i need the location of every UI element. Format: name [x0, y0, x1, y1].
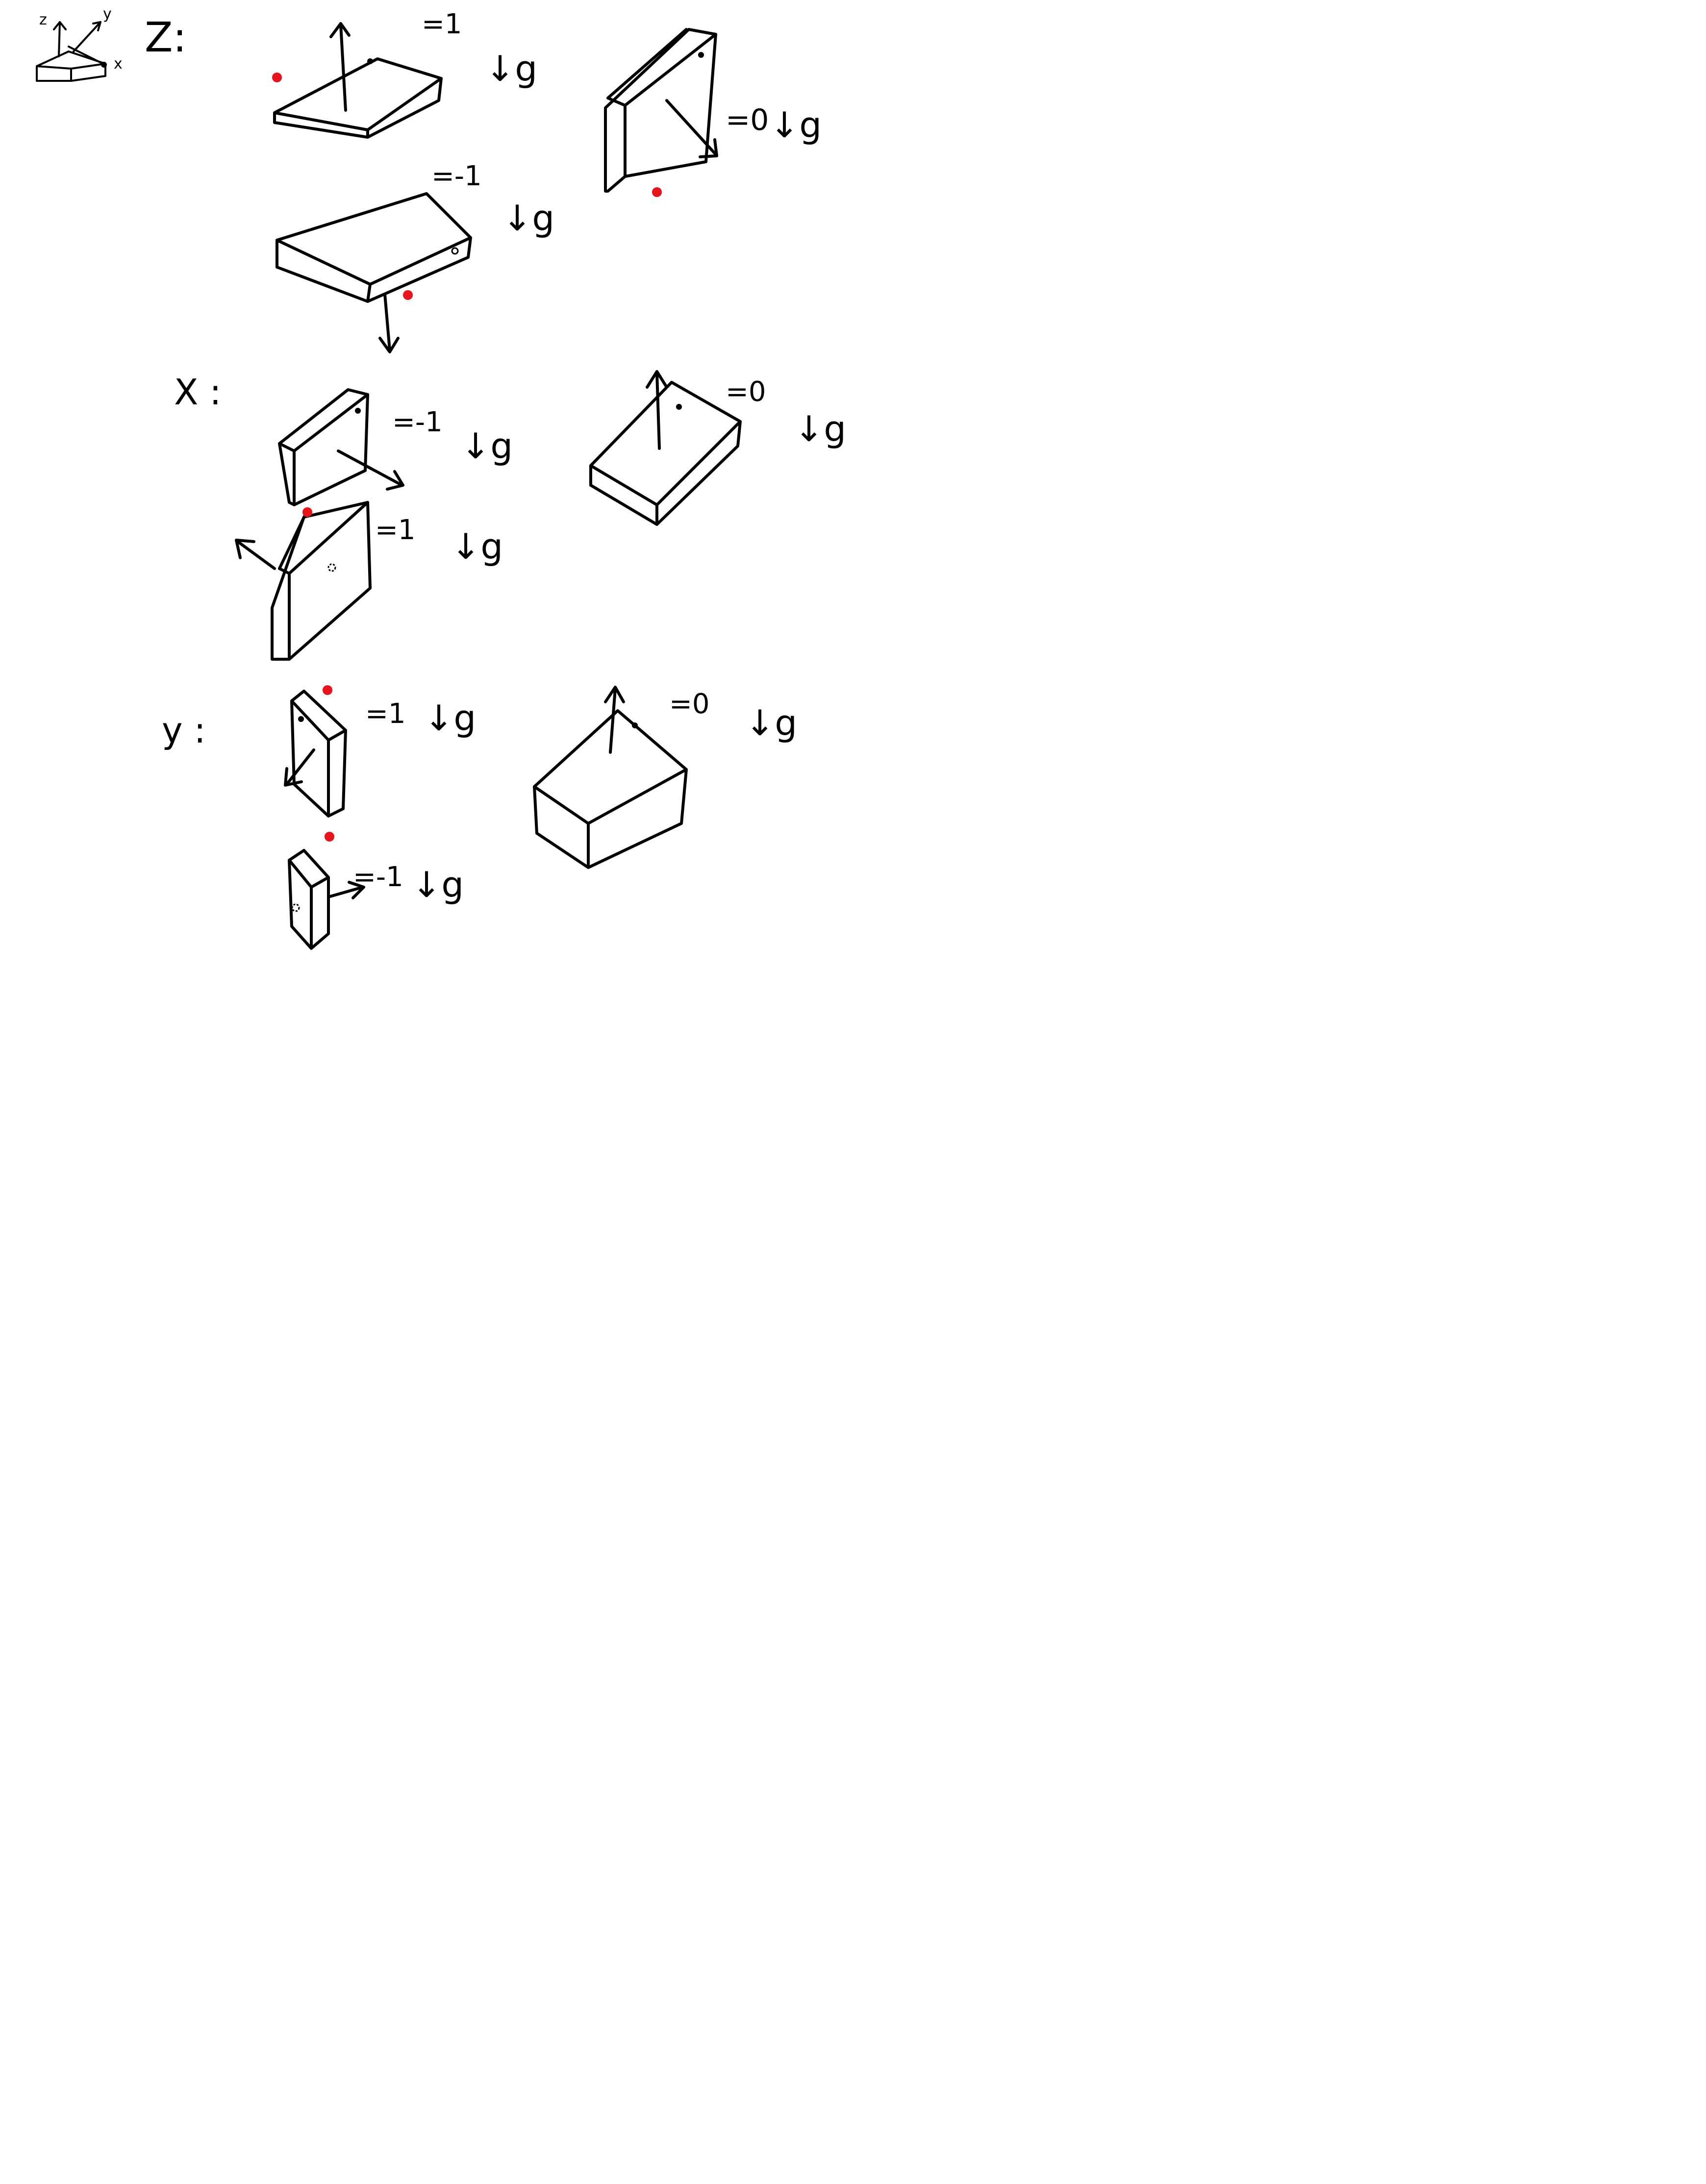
- z-bottom-block: [276, 192, 472, 353]
- z-side-gravity: ↓g: [770, 104, 822, 146]
- x-axis-dot: [101, 62, 107, 68]
- x-right-normal-arrow: [646, 370, 668, 450]
- y-left-face-dot: [298, 716, 304, 722]
- x-bottom-gravity: ↓g: [451, 526, 503, 567]
- y-bottom-block: [288, 832, 365, 950]
- z-bottom-value: =-1: [431, 160, 482, 192]
- z-axis-arrow: [53, 21, 67, 57]
- y-left-marker: [323, 685, 332, 695]
- x-bottom-normal-arrow: [235, 539, 276, 570]
- x-bottom-marker: [302, 507, 312, 517]
- y-axis-arrow: [73, 21, 101, 52]
- z-top-gravity: ↓g: [485, 48, 537, 89]
- y-left-normal-arrow: [284, 748, 315, 787]
- axes-reference: z y x: [36, 5, 123, 82]
- z-bottom-normal-arrow: [378, 293, 400, 353]
- x-bottom-block: [235, 501, 372, 661]
- x-right-face-dot: [676, 404, 682, 410]
- x-left-block: [278, 388, 404, 506]
- y-bottom-marker: [325, 832, 334, 842]
- z-top-normal-arrow: [329, 22, 351, 112]
- z-top-value: =1: [422, 8, 462, 40]
- x-left-face-dot: [355, 408, 361, 414]
- axis-label-z: z: [39, 11, 47, 28]
- section-label-y: y :: [162, 710, 206, 751]
- y-right-normal-arrow: [604, 686, 625, 754]
- y-right-gravity: ↓g: [745, 702, 797, 744]
- y-left-block: [284, 685, 347, 818]
- z-side-value: =0: [726, 103, 769, 137]
- z-top-block: [272, 22, 443, 139]
- x-bottom-hidden-dot: [327, 563, 336, 572]
- z-top-face-dot: [367, 58, 373, 64]
- z-top-marker: [272, 73, 282, 82]
- y-left-gravity: ↓g: [424, 697, 476, 739]
- y-bottom-gravity: ↓g: [412, 864, 464, 905]
- y-left-value: =1: [365, 698, 406, 730]
- x-left-normal-arrow: [337, 449, 404, 491]
- reference-block: [36, 50, 106, 82]
- y-right-value: =0: [669, 688, 710, 720]
- x-bottom-value: =1: [375, 514, 416, 546]
- y-bottom-hidden-dot: [291, 903, 300, 912]
- z-side-block: [604, 28, 718, 197]
- section-label-x: X :: [174, 372, 221, 413]
- x-right-value: =0: [726, 376, 766, 408]
- z-bottom-marker: [403, 290, 413, 300]
- z-side-face-dot: [698, 52, 704, 58]
- section-label-z: Z:: [145, 13, 187, 61]
- z-side-normal-arrow: [665, 99, 718, 158]
- axis-label-y: y: [103, 5, 112, 23]
- z-bottom-hidden-dot: [451, 247, 459, 255]
- x-axis-arrow: [68, 46, 104, 65]
- x-left-value: =-1: [392, 406, 443, 438]
- x-left-gravity: ↓g: [461, 425, 513, 467]
- z-side-marker: [652, 187, 662, 197]
- y-bottom-normal-arrow: [327, 881, 365, 899]
- y-right-face-dot: [632, 722, 638, 728]
- axis-label-x: x: [114, 55, 123, 73]
- x-right-gravity: ↓g: [794, 408, 846, 449]
- y-right-block: [533, 686, 688, 869]
- z-bottom-gravity: ↓g: [502, 198, 554, 239]
- y-bottom-value: =-1: [353, 861, 403, 893]
- x-right-block: [589, 370, 742, 526]
